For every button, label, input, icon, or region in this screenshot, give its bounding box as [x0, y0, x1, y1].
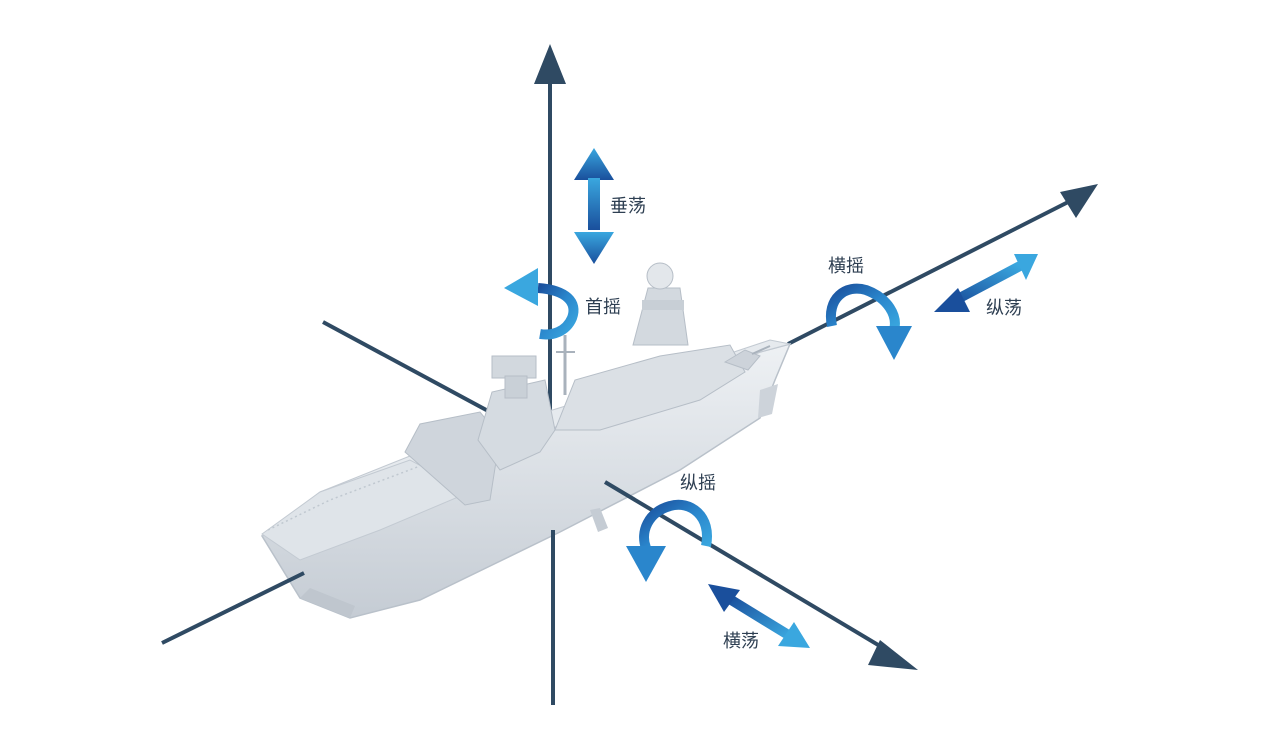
- roll-label: 横摇: [828, 256, 864, 277]
- longitudinal-axis-arrowhead: [1060, 184, 1098, 218]
- ship-illustration: [260, 262, 792, 619]
- ship-aft-radar: [491, 355, 537, 379]
- sway-arrow-icon: [708, 584, 810, 648]
- transverse-axis-back: [322, 320, 491, 414]
- axes-back: [322, 80, 1081, 432]
- roll-arrow-icon: [825, 283, 912, 360]
- yaw-label: 首摇: [585, 297, 621, 318]
- vertical-axis-arrowhead: [534, 44, 566, 84]
- transverse-axis-arrowhead: [868, 640, 918, 670]
- longitudinal-axis-front: [787, 194, 1081, 346]
- ship-mast-tower: [632, 287, 689, 346]
- longitudinal-axis-back: [161, 571, 305, 645]
- surge-label: 纵荡: [986, 298, 1022, 319]
- surge-arrow-icon: [934, 254, 1038, 312]
- heave-label: 垂荡: [610, 196, 646, 217]
- pitch-arrow-icon: [626, 499, 712, 582]
- yaw-arrow-icon: [504, 268, 579, 340]
- sway-label: 横荡: [723, 631, 759, 652]
- pitch-label: 纵摇: [680, 473, 716, 494]
- ship-forward-gun: [723, 349, 761, 371]
- ship-radar-dome: [646, 262, 674, 290]
- heave-arrow-icon: [574, 148, 614, 264]
